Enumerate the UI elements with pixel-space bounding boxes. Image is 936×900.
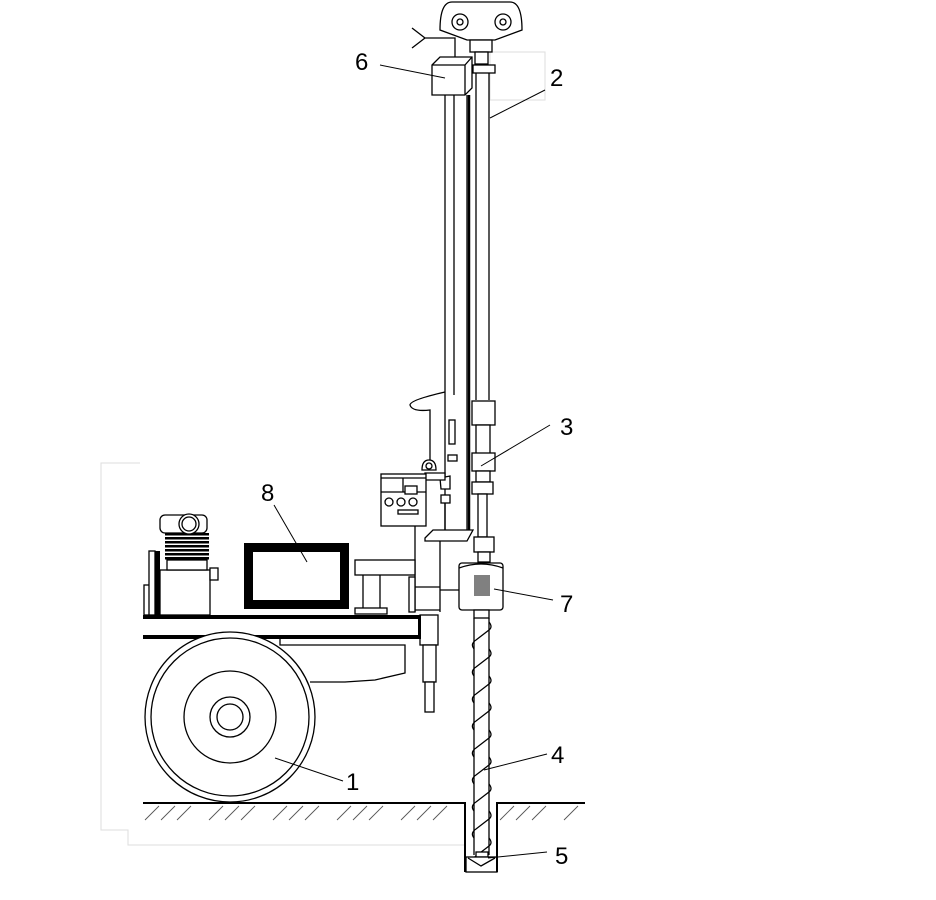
drive-motor [458,562,504,619]
hatch-mark [531,805,547,821]
leader-lines [273,64,554,859]
hatch-mark [432,805,448,821]
engine-fin [165,553,209,556]
drill-bit [465,851,498,873]
hatch-mark [224,805,240,821]
guide-rods [444,95,468,530]
label-2: 2 [550,65,563,92]
hatch-mark [272,805,288,821]
auger-flight [471,675,492,704]
antenna-wire [411,27,456,57]
engine-fin [165,557,209,560]
label-7: 7 [560,591,573,618]
auger-flight [471,783,492,812]
motor-window [474,575,490,596]
auger-flight [471,810,492,839]
engine-fin [165,537,209,540]
label-6: 6 [355,49,368,76]
label-2-box [489,51,546,101]
hatch-mark [400,805,416,821]
hatch-mark [176,805,192,821]
engine-fin [165,549,209,552]
hose [409,391,446,462]
monitor [244,543,349,609]
wheel [144,631,316,803]
engine-fin [165,541,209,544]
auger-flight [471,648,492,677]
hatch-mark [144,805,160,821]
trailer-platform [143,615,421,683]
label-4: 4 [551,742,564,769]
hatch-mark [368,805,384,821]
drill-rod-coupling [471,400,496,563]
hatch-mark [240,805,256,821]
auger-flight [471,756,492,785]
engine [143,513,219,616]
label-3: 3 [560,414,573,441]
auger-flight [471,621,492,650]
hatch-mark [208,805,224,821]
hatch-mark [304,805,320,821]
hatch-mark [160,805,176,821]
label-8: 8 [261,480,274,507]
mast-head [439,1,523,74]
hatch-mark [336,805,352,821]
control-box [380,473,427,527]
hatch-mark [515,805,531,821]
hatch-mark [288,805,304,821]
top-box [431,56,473,96]
hatch-mark [499,805,515,821]
auger-flight [471,729,492,758]
hatch-mark [416,805,432,821]
hatch-mark [563,805,579,821]
hatch-mark [352,805,368,821]
auger [471,618,492,866]
engine-fin [165,545,209,548]
auger-flight [471,702,492,731]
ground-hatching [144,805,579,821]
label-1: 1 [346,769,359,796]
mast-column [475,73,490,400]
frame-outline [100,462,465,846]
label-5: 5 [555,843,568,870]
